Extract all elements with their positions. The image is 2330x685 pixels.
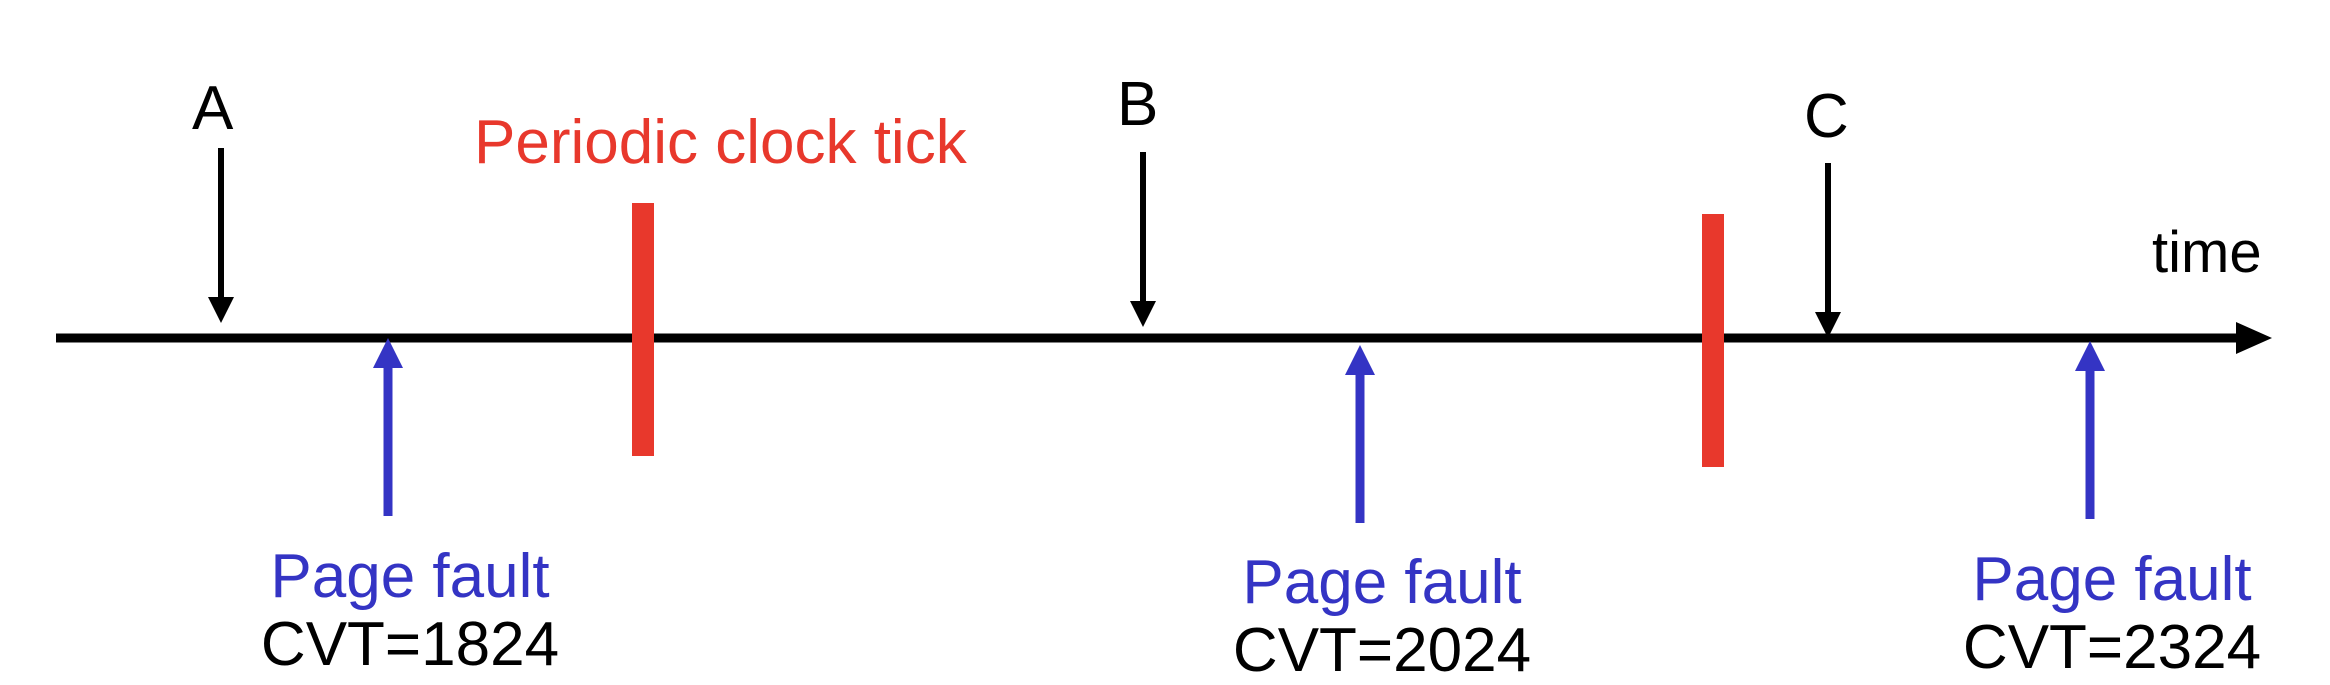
event-arrow-a xyxy=(208,148,234,323)
time-axis-label: time xyxy=(2152,220,2262,285)
page-fault-label-1: Page fault CVT=1824 xyxy=(210,546,610,676)
clock-tick-2 xyxy=(1702,214,1724,467)
time-axis-arrowhead xyxy=(2236,322,2272,354)
time-axis xyxy=(56,322,2272,354)
page-fault-title: Page fault xyxy=(1972,545,2252,614)
event-label-b: B xyxy=(1117,70,1159,139)
event-label-c: C xyxy=(1804,82,1849,151)
event-label-a: A xyxy=(192,74,234,143)
clock-tick-1 xyxy=(632,203,654,456)
event-arrow-c xyxy=(1815,163,1841,338)
page-fault-label-2: Page fault CVT=2024 xyxy=(1182,552,1582,682)
clock-tick-label: Periodic clock tick xyxy=(474,108,967,177)
page-fault-arrow-2 xyxy=(1345,345,1375,523)
page-fault-cvt: CVT=1824 xyxy=(260,610,560,679)
page-fault-cvt: CVT=2024 xyxy=(1232,616,1532,685)
page-fault-title: Page fault xyxy=(270,542,550,611)
page-fault-cvt: CVT=2324 xyxy=(1962,613,2262,682)
event-arrow-b xyxy=(1130,152,1156,327)
page-fault-title: Page fault xyxy=(1242,548,1522,617)
page-fault-arrow-3 xyxy=(2075,341,2105,519)
page-fault-arrow-1 xyxy=(373,338,403,516)
page-fault-label-3: Page fault CVT=2324 xyxy=(1912,549,2312,679)
